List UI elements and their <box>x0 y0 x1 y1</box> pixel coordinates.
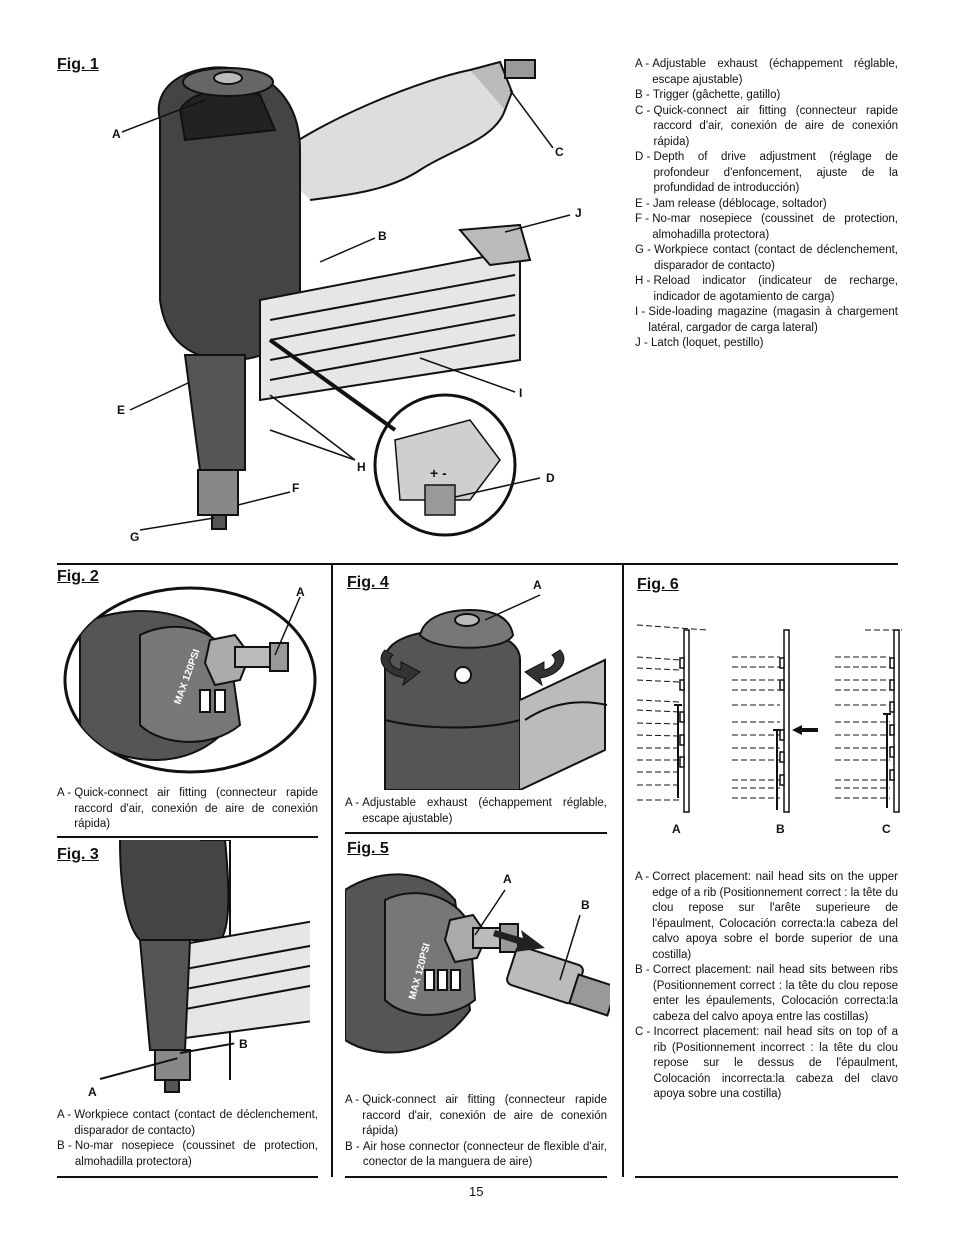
fig6-placement-diagram <box>636 624 902 813</box>
legend-item: C - Incorrect placement: nail head sits … <box>635 1026 898 1100</box>
legend-item: A - Workpiece contact (contact de déclen… <box>57 1109 318 1137</box>
fig3-callout-b: B <box>239 1037 248 1051</box>
column-divider <box>622 563 624 1177</box>
section-divider <box>345 1176 607 1178</box>
fig3-legend: A - Workpiece contact (contact de déclen… <box>57 1108 318 1170</box>
legend-item: A - Quick-connect air fitting (connecteu… <box>345 1094 607 1137</box>
fig1-legend: A - Adjustable exhaust (échappement régl… <box>635 57 898 352</box>
fig2-callout-a: A <box>296 585 305 599</box>
fig5-callout-a: A <box>503 872 512 886</box>
fig1-callout-e: E <box>117 403 126 417</box>
legend-item: F - No-mar nosepiece (coussinet de prote… <box>635 213 898 241</box>
fig5-callout-b: B <box>581 898 590 912</box>
fig6-legend: A - Correct placement: nail head sits on… <box>635 870 898 1103</box>
fig5-hose-connect-illustration: MAX 120PSI <box>345 873 610 1054</box>
fig1-callout-d: D <box>546 471 555 485</box>
legend-item: A - Quick-connect air fitting (connecteu… <box>57 787 318 830</box>
legend-item: A - Adjustable exhaust (échappement régl… <box>345 797 607 825</box>
fig1-callout-c: C <box>555 145 564 159</box>
fig1-callout-g: G <box>130 530 140 544</box>
section-divider <box>345 832 607 834</box>
fig3-title: Fig. 3 <box>57 846 99 863</box>
legend-item: H - Reload indicator (indicateur de rech… <box>635 275 898 303</box>
legend-item: A - Correct placement: nail head sits on… <box>635 871 898 961</box>
column-divider <box>331 563 333 1177</box>
fig4-callout-a: A <box>533 578 542 592</box>
fig4-exhaust-illustration <box>380 594 608 790</box>
fig6-callout-a: A <box>672 822 681 836</box>
legend-item: D - Depth of drive adjustment (réglage d… <box>635 151 898 194</box>
legend-item: B - Air hose connector (connecteur de fl… <box>345 1140 607 1169</box>
fig2-title: Fig. 2 <box>57 568 99 585</box>
legend-item: B - No-mar nosepiece (coussinet de prote… <box>57 1140 318 1168</box>
page-number: 15 <box>469 1184 484 1199</box>
fig1-callout-b: B <box>378 229 387 243</box>
fig6-callout-b: B <box>776 822 785 836</box>
fig2-fitting-illustration: MAX 120PSI <box>63 586 317 774</box>
legend-item: E - Jam release (déblocage, soltador) <box>635 197 827 210</box>
fig6-callout-c: C <box>882 822 891 836</box>
legend-item: G - Workpiece contact (contact de déclen… <box>635 244 898 272</box>
fig1-callout-f: F <box>292 481 300 495</box>
legend-item: J - Latch (loquet, pestillo) <box>635 337 764 349</box>
fig1-callout-i: I <box>519 386 523 400</box>
fig1-callout-j: J <box>575 206 582 220</box>
fig3-nose-illustration <box>119 840 310 1093</box>
fig1-nailer-illustration: + - <box>121 59 571 537</box>
fig3-callout-a: A <box>88 1085 97 1099</box>
fig5-title: Fig. 5 <box>347 840 389 857</box>
legend-item: C - Quick-connect air fitting (connecteu… <box>635 104 898 148</box>
fig6-title: Fig. 6 <box>637 576 679 593</box>
section-divider <box>57 563 898 565</box>
fig5-legend: A - Quick-connect air fitting (connecteu… <box>345 1093 607 1171</box>
fig4-legend: A - Adjustable exhaust (échappement régl… <box>345 796 607 827</box>
fig4-title: Fig. 4 <box>347 574 389 591</box>
legend-item: I - Side-loading magazine (magasin à cha… <box>635 306 898 334</box>
legend-item: B - Correct placement: nail head sits be… <box>635 964 898 1023</box>
svg-text:+ -: + - <box>430 465 447 481</box>
legend-item: B - Trigger (gâchette, gatillo) <box>635 89 781 101</box>
fig1-callout-a: A <box>112 127 121 141</box>
fig1-callout-h: H <box>357 460 366 474</box>
section-divider <box>57 836 318 838</box>
section-divider <box>635 1176 898 1178</box>
legend-item: A - Adjustable exhaust (échappement régl… <box>635 58 898 86</box>
fig2-legend: A - Quick-connect air fitting (connecteu… <box>57 786 318 833</box>
section-divider <box>57 1176 318 1178</box>
fig1-title: Fig. 1 <box>57 56 99 73</box>
